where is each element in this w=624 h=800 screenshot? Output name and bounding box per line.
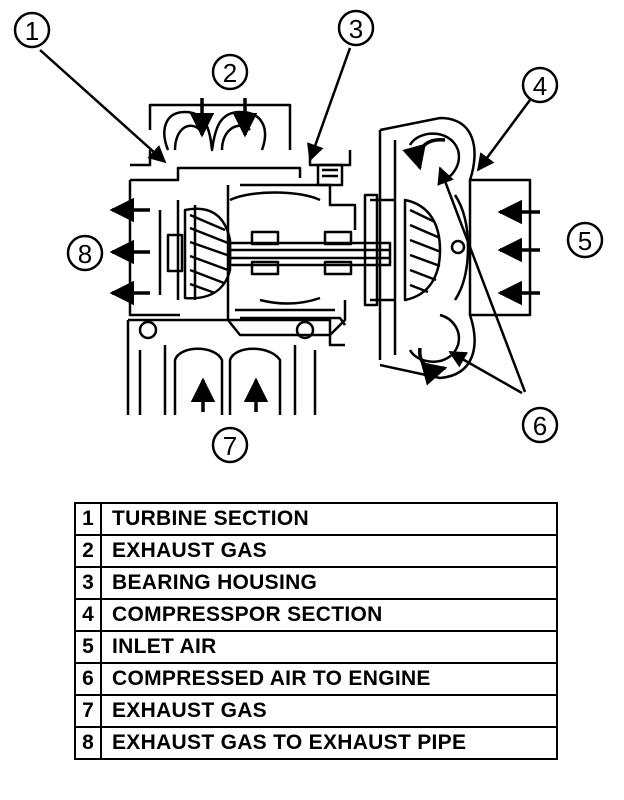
callout-circle-8 xyxy=(66,234,104,272)
callout-number-4: 4 xyxy=(533,71,547,101)
callout-number-6: 6 xyxy=(533,411,547,441)
legend-number: 8 xyxy=(74,726,102,760)
leader-line-1 xyxy=(39,49,167,164)
compressor-housing xyxy=(363,116,532,380)
legend-label: COMPRESSED AIR TO ENGINE xyxy=(100,662,558,696)
callout-number-5: 5 xyxy=(578,226,592,256)
legend-row: 8 EXHAUST GAS TO EXHAUST PIPE xyxy=(74,726,558,760)
callout-number-2: 2 xyxy=(223,58,237,88)
flow-arrow-compressed-top xyxy=(402,138,446,171)
leader-line-6a xyxy=(437,166,527,393)
legend-number: 5 xyxy=(74,630,102,664)
legend-label: BEARING HOUSING xyxy=(100,566,558,600)
legend-number: 4 xyxy=(74,598,102,632)
turbocharger-cutaway-diagram: 1 2 3 4 5 6 7 8 xyxy=(13,9,604,464)
turbine-housing xyxy=(128,166,302,317)
legend-row: 6 COMPRESSED AIR TO ENGINE xyxy=(74,662,558,696)
turbo-shaft xyxy=(228,230,392,276)
legend-label: EXHAUST GAS xyxy=(100,694,558,728)
turbine-outlet-housing xyxy=(126,318,345,415)
parts-legend-table: 1 TURBINE SECTION 2 EXHAUST GAS 3 BEARIN… xyxy=(74,502,558,760)
callout-circle-4 xyxy=(521,66,559,104)
legend-row: 5 INLET AIR xyxy=(74,630,558,664)
legend-row: 7 EXHAUST GAS xyxy=(74,694,558,728)
callout-circle-2 xyxy=(211,53,249,91)
legend-label: TURBINE SECTION xyxy=(100,502,558,536)
legend-number: 3 xyxy=(74,566,102,600)
callout-number-8: 8 xyxy=(78,239,92,269)
callout-circle-6 xyxy=(521,406,559,444)
legend-label: INLET AIR xyxy=(100,630,558,664)
turbine-inlet-volute xyxy=(130,103,292,167)
leader-line-6b xyxy=(448,350,523,395)
flow-arrow-compressed-bottom xyxy=(418,347,448,386)
legend-number: 2 xyxy=(74,534,102,568)
callout-circle-7 xyxy=(211,426,249,464)
legend-number: 1 xyxy=(74,502,102,536)
legend-label: COMPRESSPOR SECTION xyxy=(100,598,558,632)
callout-number-7: 7 xyxy=(223,431,237,461)
callout-number-3: 3 xyxy=(349,14,363,44)
legend-row: 3 BEARING HOUSING xyxy=(74,566,558,600)
callout-number-1: 1 xyxy=(25,16,39,46)
turbine-wheel xyxy=(183,205,232,300)
legend-number: 7 xyxy=(74,694,102,728)
callout-circle-3 xyxy=(337,9,375,47)
compressor-wheel xyxy=(403,198,466,302)
leader-line-4 xyxy=(476,99,532,172)
leader-line-3 xyxy=(307,47,352,162)
legend-label: EXHAUST GAS TO EXHAUST PIPE xyxy=(100,726,558,760)
legend-row: 1 TURBINE SECTION xyxy=(74,502,558,536)
legend-row: 2 EXHAUST GAS xyxy=(74,534,558,568)
legend-row: 4 COMPRESSPOR SECTION xyxy=(74,598,558,632)
callout-circle-5 xyxy=(566,221,604,259)
callout-circle-1 xyxy=(13,11,51,49)
legend-number: 6 xyxy=(74,662,102,696)
legend-label: EXHAUST GAS xyxy=(100,534,558,568)
